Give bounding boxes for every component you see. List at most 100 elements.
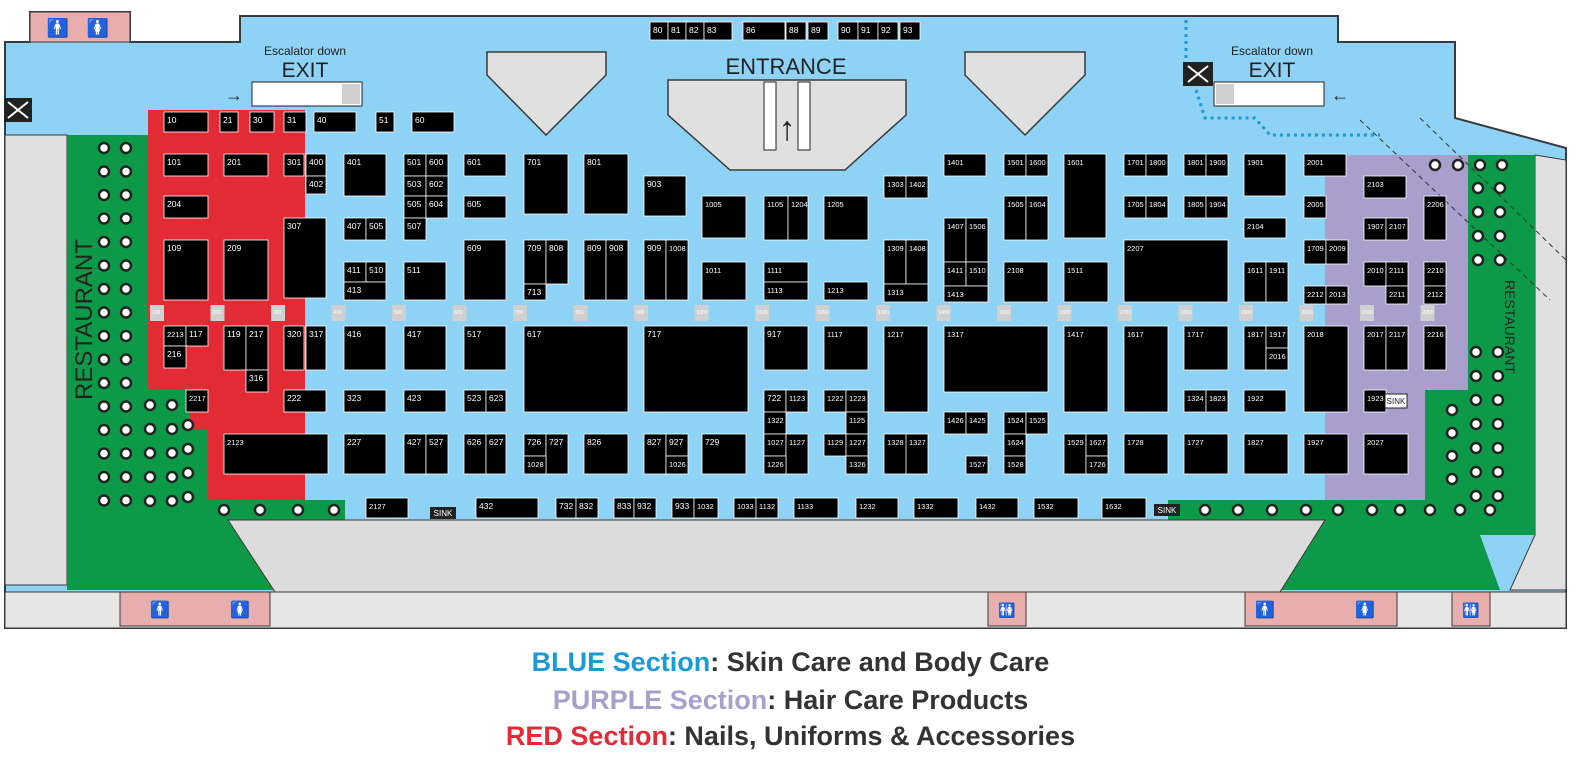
booth[interactable]: 1113 [763, 281, 809, 301]
booth[interactable]: 81 [667, 21, 687, 41]
booth[interactable]: 503 [403, 175, 427, 197]
booth[interactable]: 833 [613, 497, 635, 519]
booth[interactable]: 600 [425, 153, 449, 177]
booth[interactable]: 1800 [1145, 153, 1169, 177]
booth[interactable]: 1425 [965, 411, 989, 435]
booth[interactable]: 1213 [823, 281, 869, 301]
booth[interactable]: 1717 [1183, 325, 1229, 371]
booth[interactable]: 417 [403, 325, 447, 371]
booth[interactable]: 1105 [763, 195, 789, 241]
booth[interactable]: 1303 [883, 175, 907, 199]
booth[interactable]: 1524 [1003, 411, 1027, 435]
booth[interactable]: 1709 [1303, 239, 1327, 265]
booth[interactable]: 209 [223, 239, 269, 301]
booth[interactable]: 1532 [1033, 497, 1079, 519]
booth[interactable]: 627 [485, 433, 507, 475]
booth[interactable]: 1205 [823, 195, 869, 241]
booth[interactable]: 1417 [1063, 325, 1109, 413]
booth[interactable]: 1426 [943, 411, 967, 435]
booth[interactable]: 2206 [1423, 195, 1447, 241]
booth[interactable]: 727 [545, 433, 569, 475]
booth[interactable]: 402 [305, 175, 327, 195]
booth[interactable]: 2112 [1423, 285, 1447, 305]
booth[interactable]: 91 [857, 21, 879, 41]
booth[interactable]: 2213 [163, 325, 187, 347]
booth[interactable]: 1604 [1025, 195, 1049, 241]
booth[interactable]: 507 [403, 217, 427, 241]
booth[interactable]: 222 [283, 389, 327, 413]
booth[interactable]: 605 [463, 195, 507, 219]
booth[interactable]: 423 [403, 389, 447, 413]
booth[interactable]: 1900 [1205, 153, 1229, 177]
booth[interactable]: 2217 [185, 389, 209, 413]
booth[interactable]: 1026 [665, 455, 689, 475]
booth[interactable]: 927 [665, 433, 689, 457]
booth[interactable]: 83 [703, 21, 733, 41]
booth[interactable]: 2104 [1243, 217, 1287, 239]
booth[interactable]: 317 [305, 325, 327, 371]
booth[interactable]: 1232 [855, 497, 899, 519]
booth[interactable]: 1324 [1183, 389, 1207, 413]
booth[interactable]: 1627 [1085, 433, 1109, 457]
booth[interactable]: 827 [643, 433, 667, 475]
booth[interactable]: 1327 [905, 433, 929, 475]
booth[interactable]: 201 [223, 153, 269, 177]
booth[interactable]: 413 [343, 281, 387, 301]
booth[interactable]: 511 [403, 261, 447, 301]
booth[interactable]: 51 [375, 111, 395, 133]
booth[interactable]: 40 [313, 111, 357, 133]
booth[interactable]: 1726 [1085, 455, 1109, 475]
booth[interactable]: 604 [425, 195, 449, 219]
booth[interactable]: 1600 [1025, 153, 1049, 177]
booth[interactable]: 729 [701, 433, 747, 475]
booth[interactable]: 82 [685, 21, 705, 41]
booth[interactable]: 505 [365, 217, 387, 241]
booth[interactable]: 701 [523, 153, 569, 215]
booth[interactable]: 407 [343, 217, 367, 241]
booth[interactable]: 93 [899, 21, 921, 41]
booth[interactable]: 1904 [1205, 195, 1229, 219]
booth[interactable]: 1901 [1243, 153, 1287, 197]
booth[interactable]: 2212 [1303, 285, 1327, 305]
booth[interactable]: 2207 [1123, 239, 1229, 303]
booth[interactable]: 1413 [943, 285, 989, 303]
booth[interactable]: 216 [163, 345, 187, 369]
booth[interactable]: 320 [283, 325, 305, 371]
booth[interactable]: 832 [575, 497, 599, 519]
booth[interactable]: 2117 [1385, 325, 1409, 371]
booth[interactable]: 2009 [1325, 239, 1349, 265]
booth[interactable]: 1226 [763, 455, 787, 475]
booth[interactable]: 101 [163, 153, 209, 177]
booth[interactable]: 1132 [755, 497, 779, 519]
booth[interactable]: 217 [245, 325, 269, 371]
booth[interactable]: 1008 [665, 239, 689, 301]
booth[interactable]: 903 [643, 175, 687, 217]
booth[interactable]: 1127 [785, 433, 809, 475]
booth[interactable]: 1222 [823, 389, 847, 413]
booth[interactable]: 1923 [1363, 389, 1387, 413]
booth[interactable]: 1506 [965, 217, 989, 263]
booth[interactable]: 1801 [1183, 153, 1207, 177]
booth[interactable]: 1407 [943, 217, 967, 263]
booth[interactable]: 809 [583, 239, 607, 301]
booth[interactable]: 1624 [1003, 433, 1027, 457]
booth[interactable]: 609 [463, 239, 507, 301]
booth[interactable]: 427 [403, 433, 427, 475]
booth[interactable]: 204 [163, 195, 209, 219]
booth[interactable]: 2211 [1385, 285, 1409, 305]
booth[interactable]: 80 [649, 21, 669, 41]
booth[interactable]: 119 [223, 325, 247, 371]
booth[interactable]: 527 [425, 433, 449, 475]
booth[interactable]: 86 [742, 21, 786, 41]
booth[interactable]: 2005 [1303, 195, 1327, 219]
booth[interactable]: 510 [365, 261, 387, 283]
booth[interactable]: 1111 [763, 261, 809, 283]
booth[interactable]: 432 [475, 497, 539, 519]
booth[interactable]: 31 [283, 111, 307, 133]
booth[interactable]: 505 [403, 195, 427, 219]
booth[interactable]: 602 [425, 175, 449, 197]
booth[interactable]: 1217 [883, 325, 929, 413]
booth[interactable]: 60 [411, 111, 455, 133]
booth[interactable]: 1911 [1265, 261, 1289, 303]
booth[interactable]: 2127 [365, 497, 409, 519]
